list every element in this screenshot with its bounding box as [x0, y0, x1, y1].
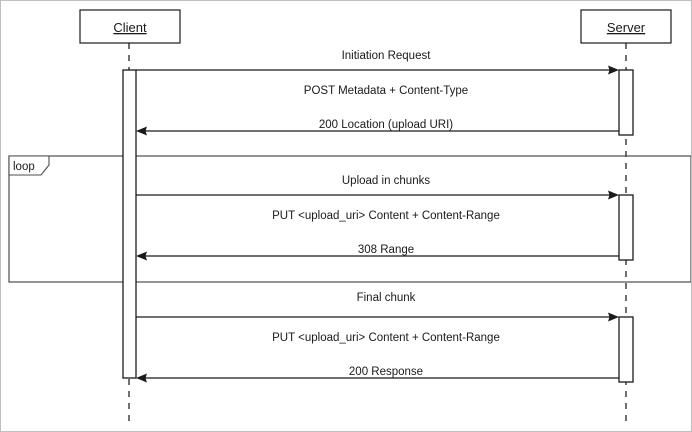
loop-fragment-box — [8, 155, 691, 283]
group-label-upload-in-chunks: Upload in chunks — [342, 175, 430, 187]
loop-fragment-label: loop — [13, 161, 35, 173]
message-arrowhead-put-final-chunk — [608, 312, 619, 322]
lifeline-label-server: Server — [607, 20, 646, 35]
lifeline-head-server[interactable] — [580, 9, 672, 44]
message-arrowhead-put-chunk — [608, 190, 619, 200]
lifeline-label-client: Client — [113, 20, 147, 35]
message-label-put-final-chunk: PUT <upload_uri> Content + Content-Range — [272, 332, 500, 344]
message-label-put-chunk: PUT <upload_uri> Content + Content-Range — [272, 210, 500, 222]
message-label-308-range: 308 Range — [358, 244, 414, 256]
activation-bar-server-final — [618, 316, 634, 383]
message-label-post-metadata: POST Metadata + Content-Type — [304, 85, 468, 97]
activation-bar-server-initiation — [618, 69, 634, 136]
activation-bar-server-chunk — [618, 194, 634, 261]
group-label-initiation-request: Initiation Request — [342, 50, 432, 62]
message-arrowhead-200-location — [136, 126, 147, 136]
message-arrowhead-post-metadata — [608, 65, 619, 75]
group-label-final-chunk: Final chunk — [357, 292, 416, 304]
message-arrowhead-308-range — [136, 251, 147, 261]
activation-bar-client — [122, 69, 137, 379]
message-arrowhead-200-response — [136, 373, 147, 383]
message-label-200-response: 200 Response — [349, 366, 423, 378]
loop-fragment-tab — [8, 155, 50, 176]
message-label-200-location: 200 Location (upload URI) — [319, 119, 453, 131]
lifeline-head-client[interactable] — [79, 9, 181, 44]
